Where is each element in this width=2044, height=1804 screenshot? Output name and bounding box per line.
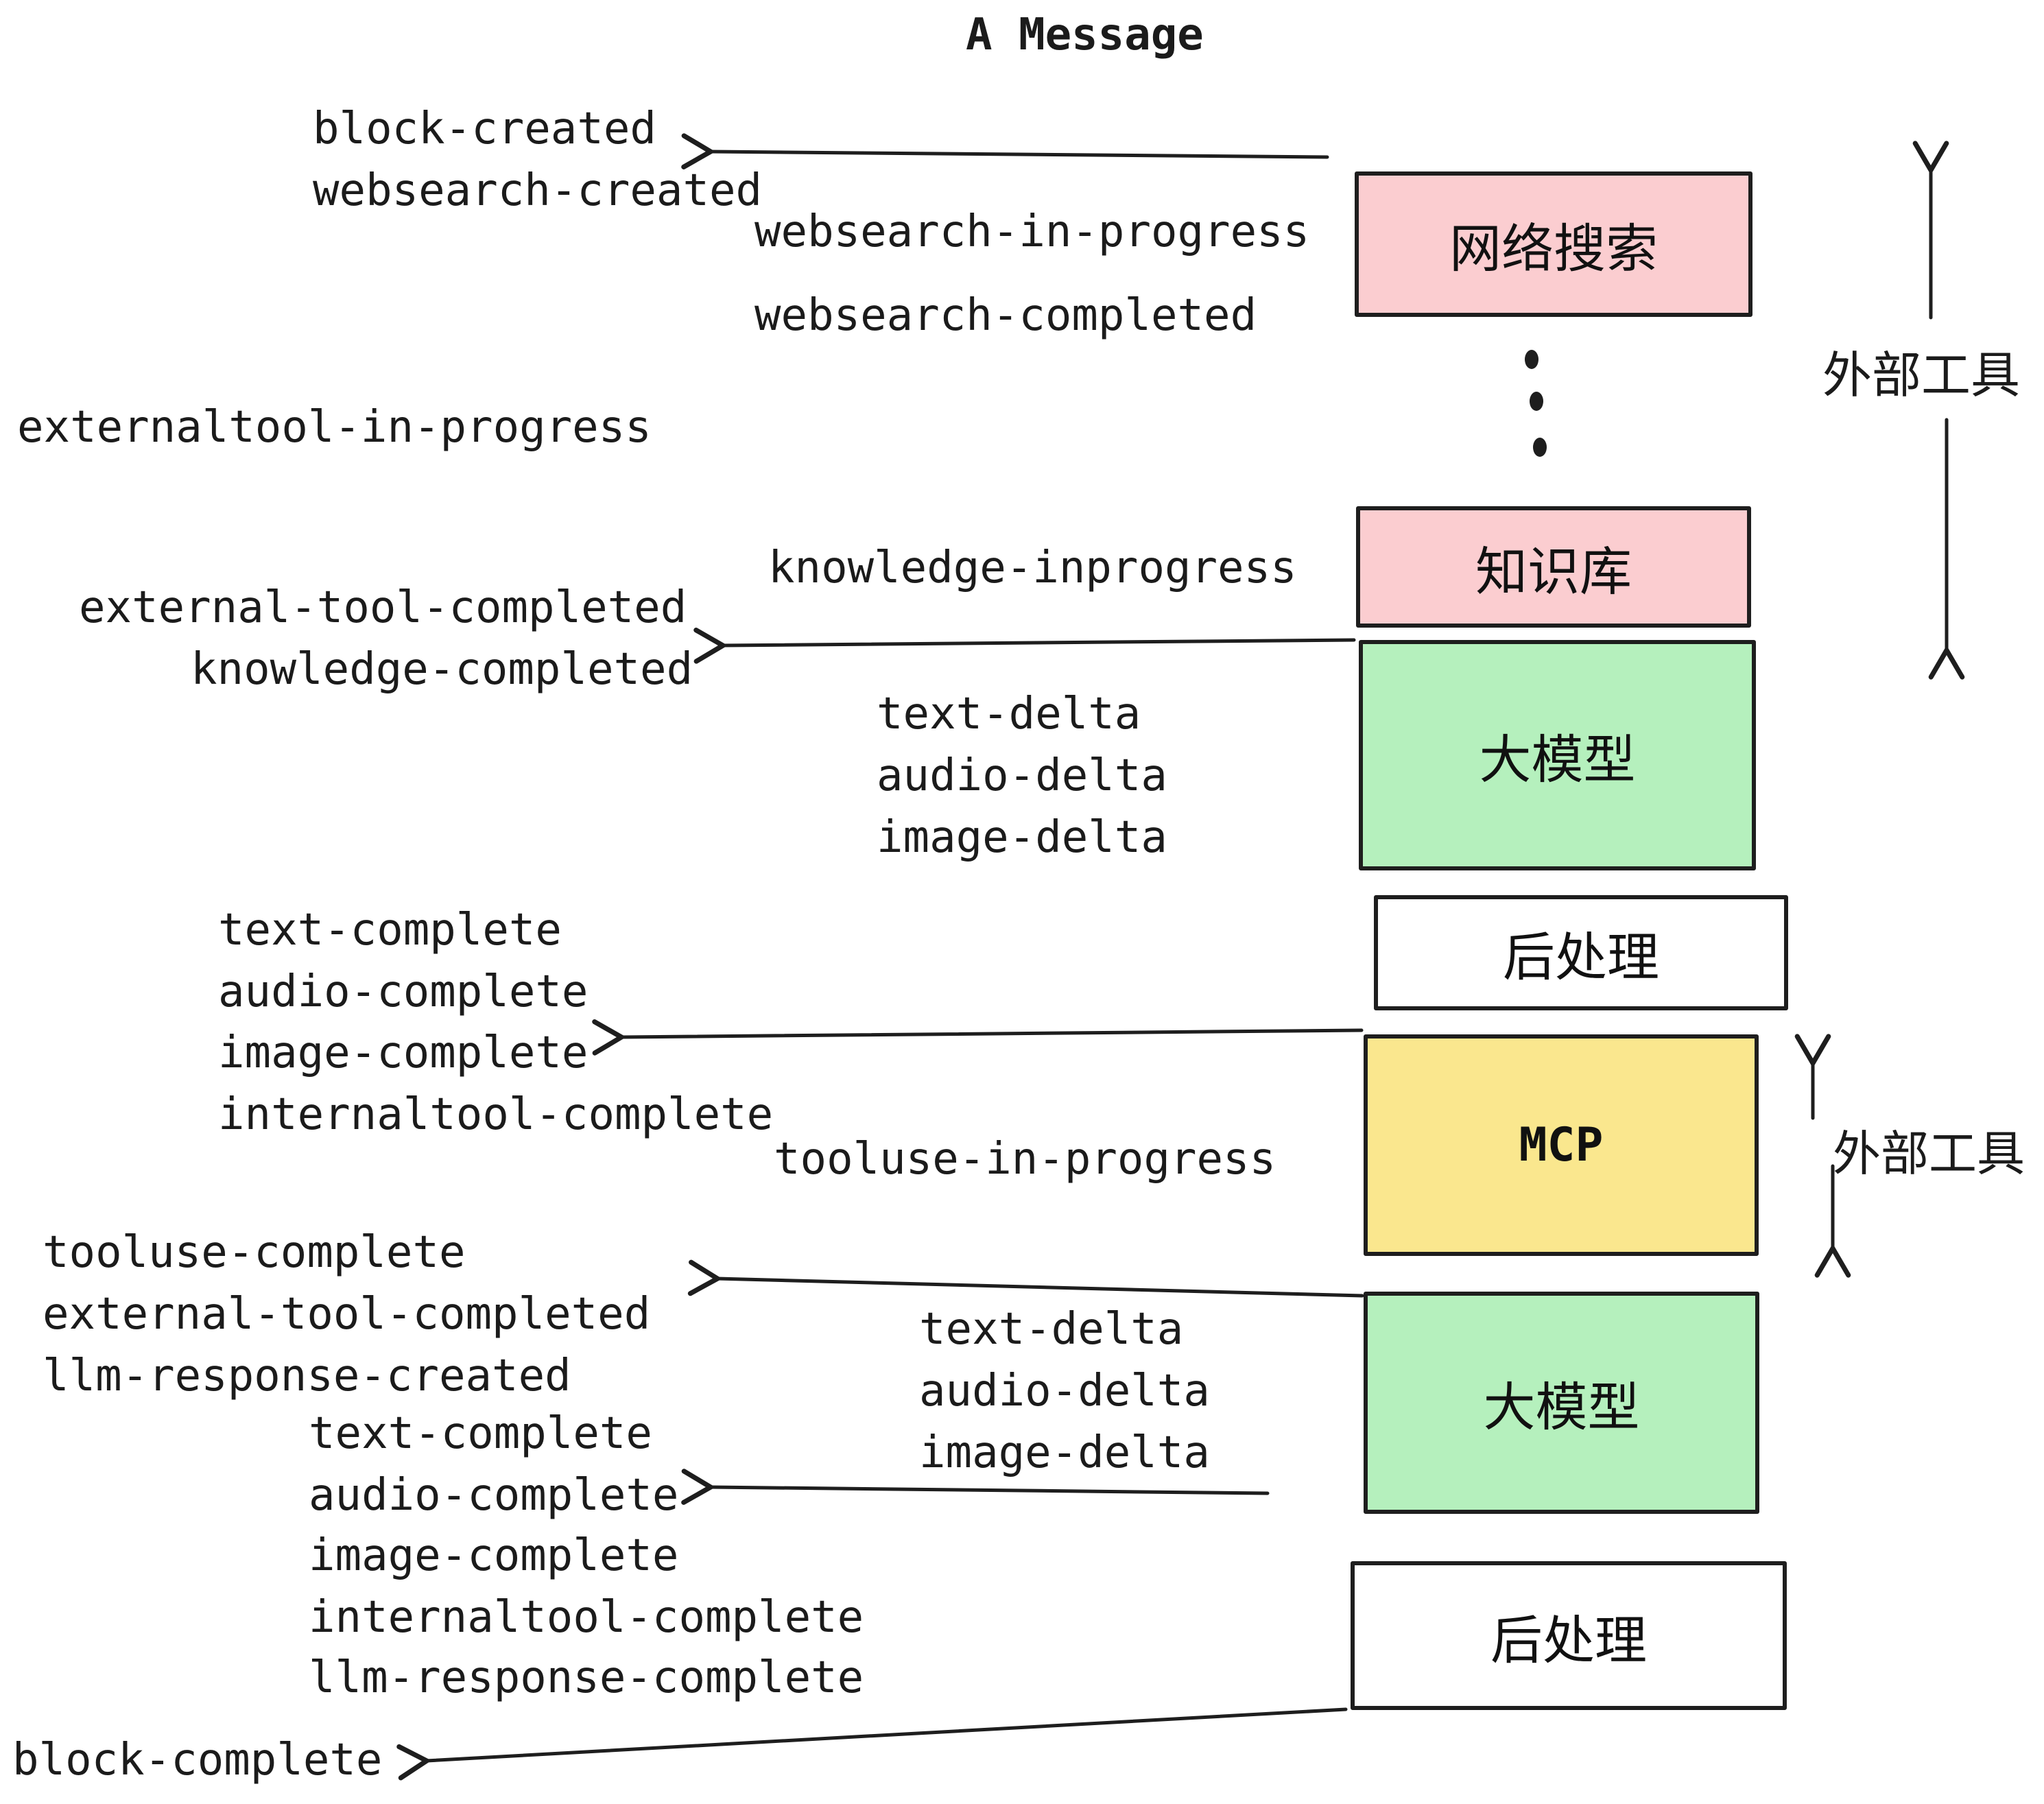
event-audio-delta-2: audio-delta <box>919 1366 1210 1416</box>
event-external-tool-completed-2: external-tool-completed <box>43 1289 651 1340</box>
event-audio-complete-2: audio-complete <box>309 1470 679 1521</box>
event-image-delta-2: image-delta <box>919 1427 1210 1478</box>
box-knowledge-base: 知识库 <box>1356 506 1751 628</box>
arrow-block-complete <box>396 1707 1348 1781</box>
arrow-image-complete <box>592 1019 1364 1056</box>
external-tools-label-mcp: 外部工具 <box>1833 1126 2025 1182</box>
event-block-created: block-created <box>313 104 656 154</box>
event-llm-response-complete: llm-response-complete <box>309 1652 864 1703</box>
arrow-tooluse-complete <box>687 1259 1364 1298</box>
event-image-complete-2: image-complete <box>309 1530 679 1581</box>
box-llm-2-label: 大模型 <box>1483 1377 1640 1438</box>
box-postprocess-2: 后处理 <box>1351 1561 1787 1710</box>
event-text-delta-2: text-delta <box>919 1304 1184 1355</box>
event-audio-delta-1: audio-delta <box>877 750 1167 801</box>
box-postprocess-1: 后处理 <box>1374 895 1788 1010</box>
external-tools-label-top: 外部工具 <box>1822 346 2021 404</box>
box-websearch-label: 网络搜索 <box>1449 218 1658 279</box>
event-text-complete-1: text-complete <box>218 905 562 956</box>
event-tooluse-complete: tooluse-complete <box>43 1227 466 1278</box>
arrow-audio-complete <box>681 1469 1270 1505</box>
event-image-delta-1: image-delta <box>877 812 1167 863</box>
box-mcp-label: MCP <box>1519 1118 1604 1172</box>
box-postprocess-1-label: 后处理 <box>1503 927 1659 988</box>
event-websearch-in-progress: websearch-in-progress <box>754 206 1310 257</box>
event-knowledge-inprogress: knowledge-inprogress <box>768 543 1297 593</box>
event-external-tool-completed-1: external-tool-completed <box>79 582 687 633</box>
box-llm-2: 大模型 <box>1364 1292 1759 1514</box>
event-knowledge-completed: knowledge-completed <box>191 644 693 695</box>
event-internaltool-complete-1: internaltool-complete <box>218 1089 774 1140</box>
box-llm-1: 大模型 <box>1359 640 1756 870</box>
event-audio-complete-1: audio-complete <box>218 966 589 1017</box>
arrow-knowledge-completed <box>693 628 1356 664</box>
event-text-delta-1: text-delta <box>877 689 1141 739</box>
box-mcp: MCP <box>1364 1034 1759 1256</box>
box-llm-1-label: 大模型 <box>1479 729 1636 790</box>
event-internaltool-complete-2: internaltool-complete <box>309 1592 864 1643</box>
box-postprocess-2-label: 后处理 <box>1490 1609 1647 1671</box>
box-websearch: 网络搜索 <box>1355 171 1752 317</box>
diagram-title: A Message <box>966 10 1204 60</box>
event-image-complete-1: image-complete <box>218 1028 589 1078</box>
event-llm-response-created: llm-response-created <box>43 1351 571 1401</box>
event-text-complete-2: text-complete <box>309 1408 652 1459</box>
ellipsis-dots <box>1525 350 1547 457</box>
event-tooluse-in-progress: tooluse-in-progress <box>774 1134 1276 1185</box>
event-websearch-created: websearch-created <box>313 165 763 216</box>
event-block-complete: block-complete <box>12 1735 383 1785</box>
arrow-block-created <box>681 133 1329 169</box>
event-externaltool-in-progress: externaltool-in-progress <box>17 402 652 453</box>
box-knowledge-base-label: 知识库 <box>1475 541 1632 602</box>
event-websearch-completed: websearch-completed <box>754 290 1257 341</box>
